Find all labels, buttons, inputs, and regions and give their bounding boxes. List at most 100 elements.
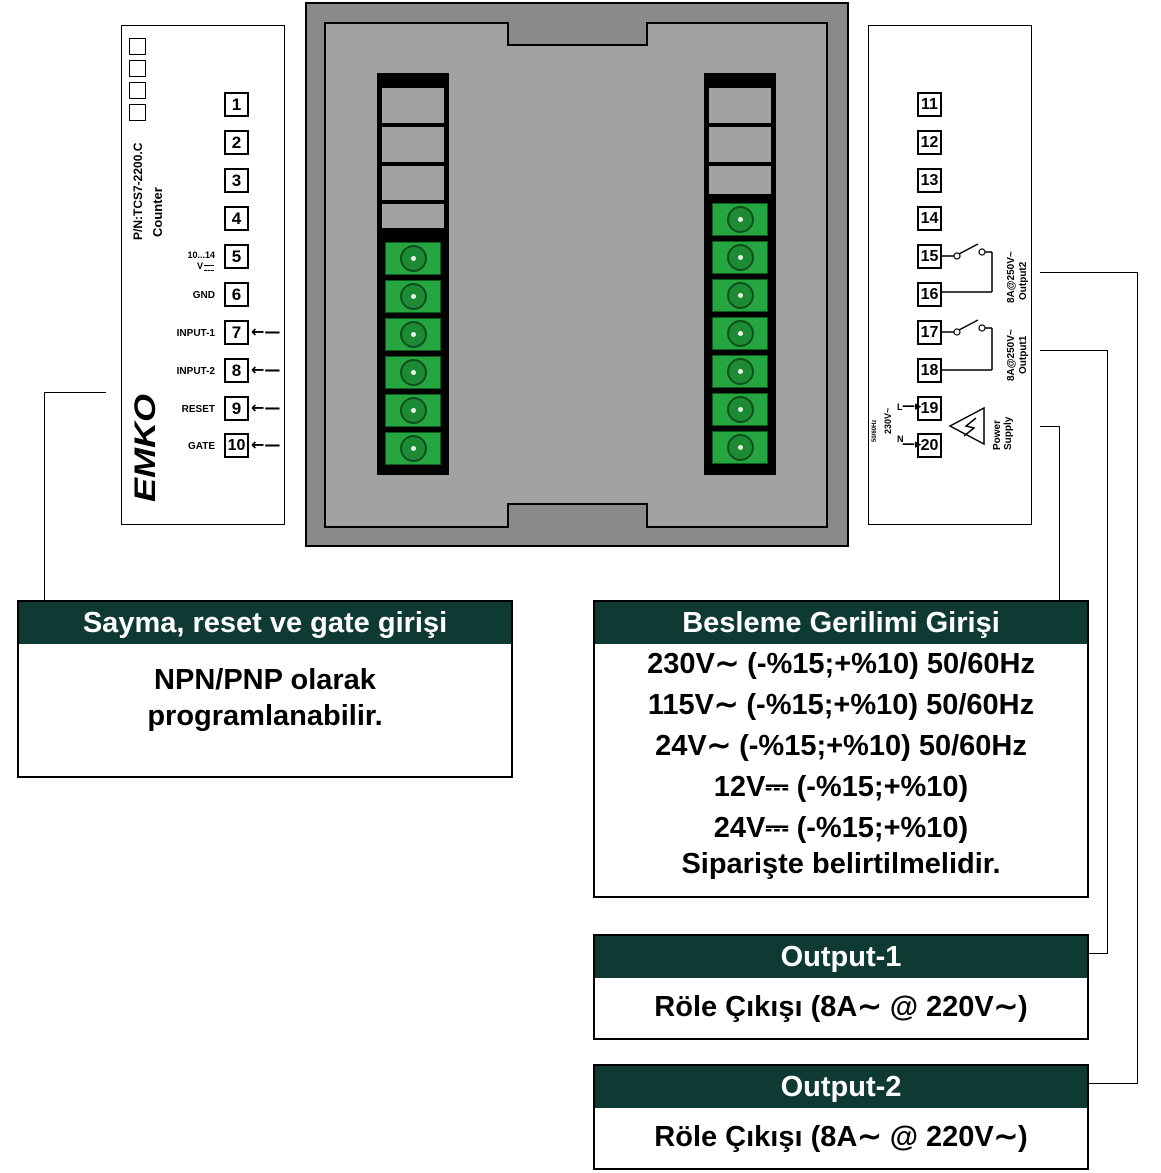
terminal-6: 6: [224, 282, 249, 307]
left-bracket-a: [377, 88, 382, 228]
terminal-8-label: INPUT-2: [176, 366, 215, 377]
supply-frequency: 50/60Hz: [872, 419, 878, 442]
right-bracket-bar-1: [704, 123, 776, 127]
terminal-10-label: GATE: [187, 441, 215, 452]
right-block-pin-5: [712, 355, 768, 388]
checkbox-2: [129, 60, 146, 77]
supply-line-3: 24V∼ (-%15;+%10) 50/60Hz: [655, 730, 1027, 762]
supply-line-2: 115V∼ (-%15;+%10) 50/60Hz: [647, 689, 1035, 721]
right-block-pin-4: [712, 317, 768, 350]
left-block-pin-1: [385, 242, 441, 275]
right-bracket-bar-2: [704, 162, 776, 166]
output1-rating: 8A@250V~: [1006, 329, 1017, 381]
output2-label: Output2: [1018, 261, 1029, 300]
output1-label: Output1: [1018, 335, 1029, 374]
output1-box-line: Röle Çıkışı (8A∼ @ 220V∼): [654, 991, 1028, 1023]
leader-supply-v: [1059, 426, 1060, 600]
terminal-11: 11: [917, 92, 942, 117]
relay-wiring: [942, 243, 993, 371]
output2-info-box: Output-2 Röle Çıkışı (8A∼ @ 220V∼): [593, 1064, 1089, 1170]
input-2-arrow: ←—: [251, 360, 281, 379]
bottom-notch: [507, 503, 648, 528]
terminal-10: 10: [224, 433, 249, 458]
output1-info-box: Output-1 Röle Çıkışı (8A∼ @ 220V∼): [593, 934, 1089, 1040]
terminal-5-label-top: 10...14: [187, 250, 215, 260]
top-notch: [507, 22, 648, 46]
terminal-9: 9: [224, 396, 249, 421]
output1-box-title: Output-1: [595, 936, 1087, 978]
l-label: L: [897, 402, 903, 412]
terminal-5: 5: [224, 244, 249, 269]
input-box-line-2: programlanabilir.: [147, 700, 383, 732]
reset-arrow: ←—: [251, 398, 281, 417]
svg-text:EMKO: EMKO: [129, 394, 161, 502]
part-number-label: P/N:TCS7-2200.C: [131, 142, 145, 240]
right-block-pin-3: [712, 279, 768, 312]
power-supply-label: Power Supply: [992, 416, 1014, 450]
leader-output1-h2: [1088, 953, 1108, 954]
left-block-pin-5: [385, 394, 441, 427]
leader-supply-h: [1040, 426, 1060, 427]
terminal-15: 15: [917, 244, 942, 269]
leader-output2-h2: [1088, 1083, 1138, 1084]
right-bracket-a: [704, 88, 709, 198]
input-box-title: Sayma, reset ve gate girişi: [19, 602, 511, 644]
terminal-17: 17: [917, 320, 942, 345]
left-bracket-bar-1: [377, 123, 449, 127]
right-block-pin-1: [712, 203, 768, 236]
right-bracket-b: [771, 88, 776, 198]
left-bracket-bar-3: [377, 200, 449, 204]
terminal-14: 14: [917, 206, 942, 231]
terminal-18: 18: [917, 358, 942, 383]
right-block-pin-6: [712, 393, 768, 426]
supply-line-5: 24V⎓ (-%15;+%10): [713, 812, 969, 844]
input-info-box: Sayma, reset ve gate girişi NPN/PNP olar…: [17, 600, 513, 778]
terminal-3: 3: [224, 168, 249, 193]
terminal-5-label-bottom: V: [196, 261, 203, 271]
supply-box-title: Besleme Gerilimi Girişi: [595, 602, 1087, 644]
checkbox-4: [129, 104, 146, 121]
terminal-19: 19: [917, 396, 942, 421]
left-bracket-bar-2: [377, 162, 449, 166]
model-label: Counter: [150, 187, 165, 237]
terminal-7: 7: [224, 320, 249, 345]
left-terminal-panel: [121, 25, 285, 525]
checkbox-3: [129, 82, 146, 99]
supply-line-6: Siparişte belirtilmelidir.: [681, 848, 1001, 880]
supply-voltage: 230V~: [883, 407, 893, 434]
brand-logo: EMKO: [121, 392, 162, 504]
terminal-2: 2: [224, 130, 249, 155]
terminal-8: 8: [224, 358, 249, 383]
l-arrow: —▸: [902, 399, 922, 414]
supply-line-1: 230V∼ (-%15;+%10) 50/60Hz: [647, 648, 1035, 680]
output2-box-title: Output-2: [595, 1066, 1087, 1108]
terminal-13: 13: [917, 168, 942, 193]
right-block-pin-2: [712, 241, 768, 274]
left-block-pin-3: [385, 318, 441, 351]
terminal-12: 12: [917, 130, 942, 155]
output2-box-line: Röle Çıkışı (8A∼ @ 220V∼): [654, 1121, 1028, 1153]
terminal-1: 1: [224, 92, 249, 117]
left-bracket-b: [444, 88, 449, 228]
left-block-pin-2: [385, 280, 441, 313]
terminal-6-label: GND: [192, 290, 215, 301]
checkbox-1: [129, 38, 146, 55]
left-connector-rail-top: [377, 73, 449, 88]
right-connector-rail-top: [704, 73, 776, 88]
input-box-line-1: NPN/PNP olarak: [154, 664, 376, 696]
right-terminal-panel: [868, 25, 1032, 525]
dc-symbol-small: [204, 265, 214, 271]
terminal-4: 4: [224, 206, 249, 231]
n-arrow: —▸: [902, 437, 922, 452]
supply-info-box: Besleme Gerilimi Girişi 230V∼ (-%15;+%10…: [593, 600, 1089, 898]
left-block-pin-6: [385, 432, 441, 465]
supply-line-4: 12V⎓ (-%15;+%10): [713, 771, 969, 803]
leader-output2-h: [1040, 272, 1138, 273]
leader-input: [44, 392, 106, 393]
gate-arrow: ←—: [251, 435, 281, 454]
input-1-arrow: ←—: [251, 322, 281, 341]
warning-triangle-icon: [948, 406, 985, 446]
terminal-9-label: RESET: [181, 404, 215, 415]
leader-output1-v: [1107, 350, 1108, 954]
leader-input-v: [44, 392, 45, 600]
